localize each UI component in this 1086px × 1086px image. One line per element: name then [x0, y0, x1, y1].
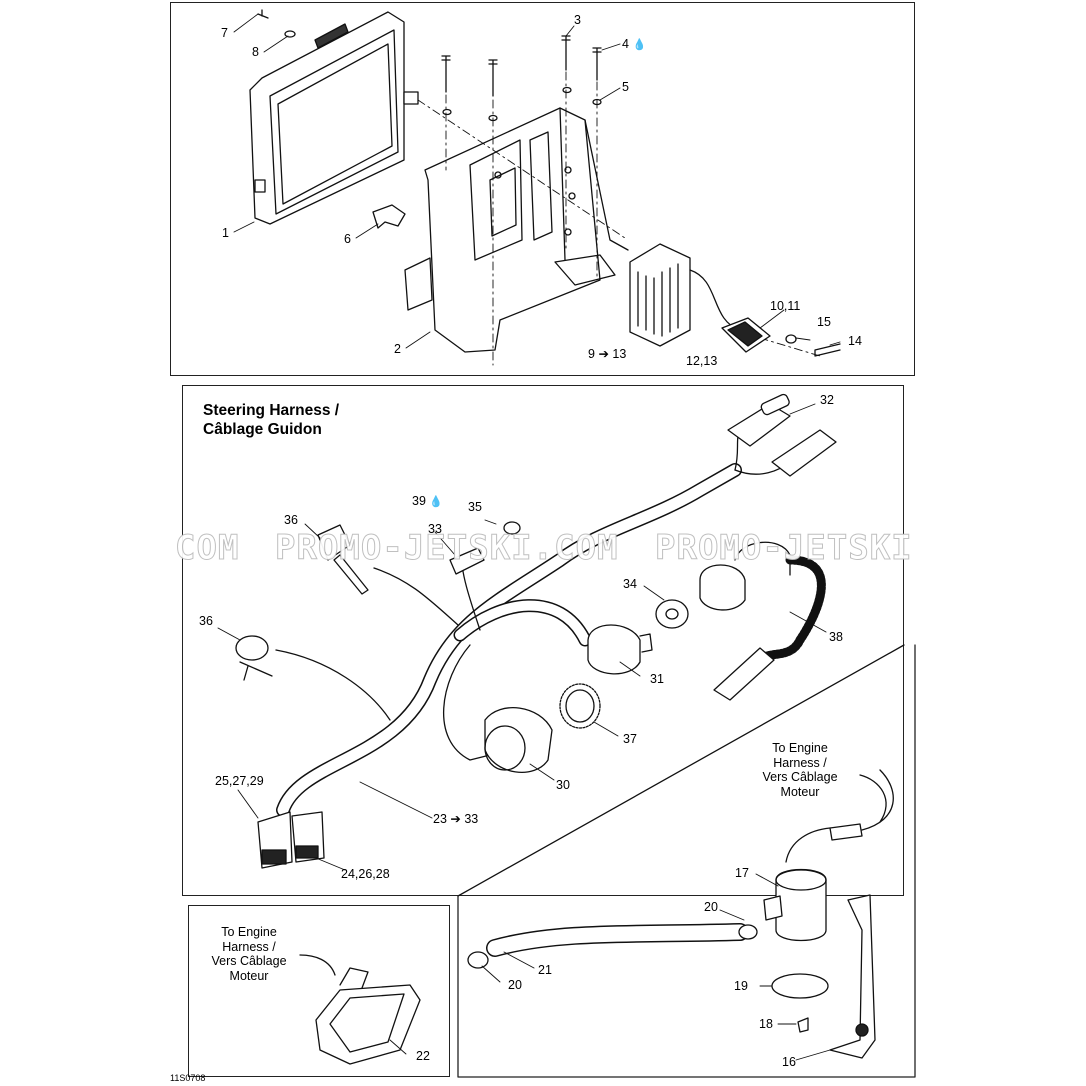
- start-stop-switch: [587, 624, 653, 675]
- harness-end-connectors: [257, 811, 325, 869]
- watermark-left: COM: [174, 528, 240, 569]
- top-assembly-frame: [170, 2, 915, 376]
- callout-9-number: 9: [588, 347, 595, 361]
- arrow-right-icon: ➔: [598, 347, 609, 361]
- callout-35: 35: [468, 500, 482, 514]
- clip: [372, 204, 406, 229]
- callout-12-13: 12,13: [686, 354, 718, 368]
- callout-10-11: 10,11: [770, 299, 801, 313]
- mounting-bracket: [404, 107, 629, 353]
- note-line: To Engine: [221, 925, 277, 939]
- callout-7: 7: [221, 26, 228, 40]
- arrow-right-icon: ➔: [450, 812, 461, 826]
- engine-harness-note-connector: To Engine Harness / Vers Câblage Moteur: [209, 925, 289, 983]
- steering-harness-sleeve: [276, 463, 742, 817]
- callout-8: 8: [252, 45, 259, 59]
- ecm-module: [249, 11, 419, 225]
- note-line: Harness /: [773, 755, 827, 770]
- callout-17: 17: [735, 866, 749, 880]
- oil-drop-icon: 💧: [429, 496, 444, 508]
- steering-harness-title: Steering Harness / Câblage Guidon: [203, 401, 339, 439]
- callout-22: 22: [416, 1049, 430, 1063]
- callout-20-left: 20: [508, 978, 522, 992]
- callout-39-number: 39: [412, 494, 426, 508]
- note-line: Moteur: [229, 968, 269, 983]
- callout-2: 2: [394, 342, 401, 356]
- callout-19: 19: [734, 979, 748, 993]
- callout-21: 21: [538, 963, 552, 977]
- note-line: Vers Câblage: [762, 770, 838, 784]
- note-line: To Engine: [772, 741, 828, 755]
- callout-20-right: 20: [704, 900, 718, 914]
- steering-harness-frame: [182, 385, 904, 896]
- drawing-code: 11S0708: [170, 1073, 206, 1083]
- pump-frame: [457, 644, 916, 1078]
- callout-38: 38: [829, 630, 843, 644]
- callout-36-upper: 36: [284, 513, 298, 527]
- callout-32: 32: [820, 393, 834, 407]
- callout-30: 30: [556, 778, 570, 792]
- engine-connector-frame: [188, 905, 450, 1077]
- callout-33-number: 33: [464, 812, 479, 826]
- oil-drop-icon: 💧: [632, 39, 647, 51]
- section-divider: [457, 644, 905, 897]
- safety-lanyard: [699, 541, 826, 701]
- callout-5: 5: [622, 80, 629, 94]
- callout-39: 39 💧: [412, 495, 443, 508]
- title-line-1: Steering Harness /: [203, 402, 340, 419]
- callout-25-27-29: 25,27,29: [215, 774, 264, 788]
- callout-9-to-13: 9 ➔ 13: [588, 348, 626, 361]
- engine-connector: [315, 967, 421, 1065]
- callout-3: 3: [574, 13, 581, 27]
- callout-24-26-28: 24,26,28: [341, 867, 390, 881]
- watermark-middle: PROMO-JETSKI.COM: [275, 528, 619, 569]
- title-line-2: Câblage Guidon: [203, 421, 322, 438]
- voltage-regulator: [629, 243, 771, 353]
- note-line: Harness /: [222, 939, 276, 954]
- callout-34: 34: [623, 577, 637, 591]
- note-line: Moteur: [780, 784, 820, 799]
- callout-23-number: 23: [433, 812, 447, 826]
- callout-31: 31: [650, 672, 664, 686]
- bilge-pump: [763, 827, 831, 942]
- callout-15: 15: [817, 315, 831, 329]
- callout-37: 37: [623, 732, 637, 746]
- callout-23-to-33: 23 ➔ 33: [433, 813, 478, 826]
- callout-1: 1: [222, 226, 229, 240]
- callout-33: 33: [428, 522, 442, 536]
- callout-16: 16: [782, 1055, 796, 1069]
- engine-harness-note-pump: To Engine Harness / Vers Câblage Moteur: [760, 741, 840, 799]
- callout-36-lower: 36: [199, 614, 213, 628]
- callout-4: 4 💧: [622, 38, 646, 51]
- note-line: Vers Câblage: [211, 954, 287, 968]
- callout-6: 6: [344, 232, 351, 246]
- watermark-right: PROMO-JETSKI: [655, 528, 913, 569]
- callout-18: 18: [759, 1017, 773, 1031]
- callout-14: 14: [848, 334, 862, 348]
- callout-13-number: 13: [612, 347, 627, 361]
- callout-4-number: 4: [622, 37, 629, 51]
